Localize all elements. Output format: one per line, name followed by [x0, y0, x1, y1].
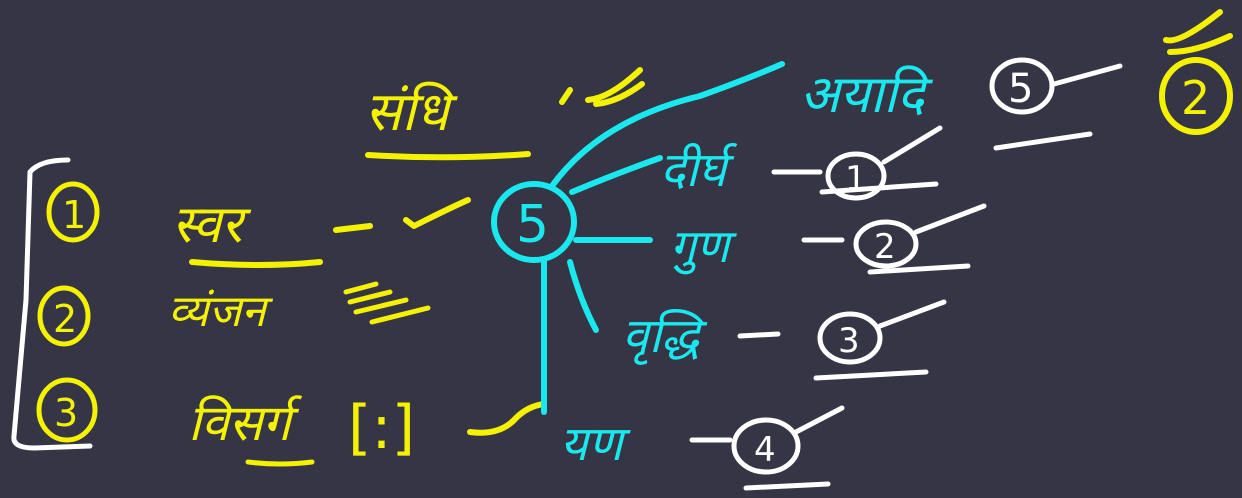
- item-2-number: 2: [53, 297, 77, 341]
- item-1-label: स्वर: [172, 195, 252, 255]
- item-3-label: विसर्ग: [188, 394, 303, 452]
- item-3-number: 3: [54, 391, 78, 435]
- branch-circle-dirgha: [825, 151, 887, 201]
- branch-line-dirgha: [569, 155, 663, 195]
- item-1-circle: [46, 181, 100, 243]
- item-3-underline: [245, 459, 315, 467]
- item-3-connector: [467, 401, 547, 436]
- branch-circle-guna: [853, 219, 919, 269]
- branch-number-vriddhi: 3: [838, 321, 860, 361]
- branch-label-yan: यण: [560, 416, 631, 472]
- branch-line-vriddhi: [567, 259, 599, 333]
- item-2-label: व्यंजन: [168, 286, 273, 337]
- branch-label-ayadi: अयादि: [800, 65, 934, 125]
- branch-circle-vriddhi: [817, 311, 883, 365]
- branch-number-dirgha: 1: [845, 159, 867, 199]
- branch-dash-vriddhi: [737, 331, 781, 339]
- corner-tick-mark: [1163, 9, 1233, 55]
- branch-tick-ayadi: [993, 63, 1123, 151]
- branch-tick-yan: [743, 405, 845, 491]
- branch-number-yan: 4: [754, 430, 776, 470]
- item-3-symbol: [:]: [348, 393, 415, 463]
- title-tick-mark: [559, 67, 645, 107]
- branch-circle-yan: [731, 417, 801, 475]
- center-circle: [491, 181, 577, 263]
- branch-tick-guna: [867, 203, 987, 275]
- branch-number-guna: 2: [874, 227, 896, 267]
- item-2-circle: [37, 285, 91, 347]
- branch-number-ayadi: 5: [1008, 66, 1033, 112]
- item-2-emphasis-marks: [343, 281, 431, 325]
- title-underline: [365, 151, 531, 161]
- corner-number: 2: [1181, 71, 1210, 125]
- branch-tick-vriddhi: [813, 299, 947, 381]
- title-text: संधि: [365, 80, 458, 143]
- item-3-circle: [36, 377, 98, 443]
- item-1-underline: [189, 259, 323, 268]
- item-1-connector: [333, 197, 471, 233]
- branch-label-guna: गुण: [670, 219, 738, 275]
- corner-circle: [1159, 57, 1233, 135]
- branch-label-vriddhi: वृद्धि: [622, 308, 708, 365]
- branch-tick-dirgha: [819, 125, 943, 195]
- branch-line-ayadi: [549, 61, 785, 189]
- left-bracket: [11, 157, 93, 451]
- item-1-number: 1: [62, 193, 86, 237]
- branch-label-dirgha: दीर्घ: [660, 142, 737, 198]
- branch-circle-ayadi: [989, 57, 1055, 115]
- center-number: 5: [516, 195, 549, 255]
